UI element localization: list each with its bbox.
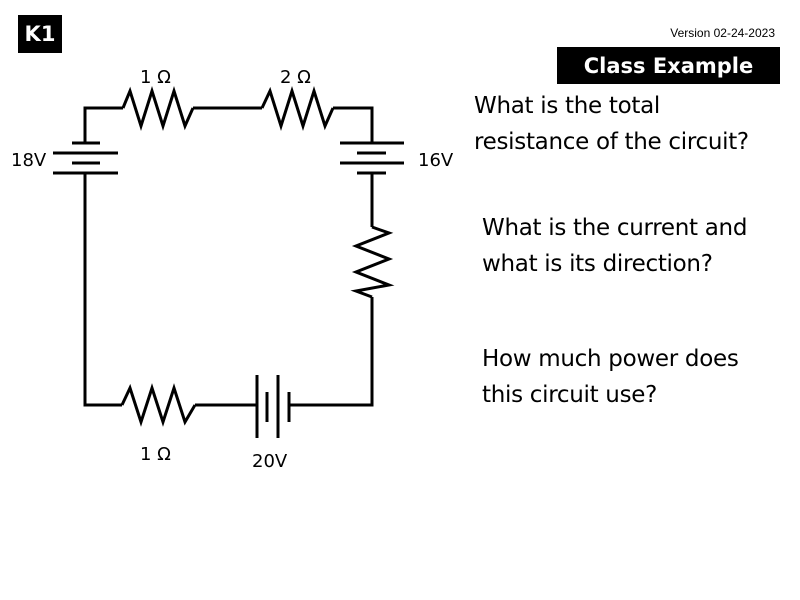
resistor-top-left-label: 1 Ω: [140, 67, 171, 88]
question-1-line-2: resistance of the circuit?: [474, 129, 749, 155]
battery-right: [340, 141, 404, 175]
battery-left-label: 18V: [11, 150, 47, 171]
version-label: Version 02-24-2023: [670, 26, 775, 40]
question-3-line-1: How much power does: [482, 346, 739, 372]
resistor-top-right-label: 2 Ω: [280, 67, 311, 88]
battery-left: [53, 141, 118, 175]
question-2: What is the current and what is its dire…: [482, 210, 747, 282]
resistor-top-right: [260, 85, 335, 132]
resistor-bottom: [120, 383, 197, 427]
class-example-banner: Class Example: [557, 47, 780, 84]
resistor-right: [350, 225, 395, 299]
slide-badge: K1: [18, 15, 62, 53]
battery-bottom: [255, 375, 291, 438]
battery-right-label: 16V: [418, 150, 454, 171]
wires: [83, 106, 374, 407]
resistor-top-left: [121, 85, 195, 132]
question-1-line-1: What is the total: [474, 93, 660, 119]
question-3-line-2: this circuit use?: [482, 382, 658, 408]
question-1: What is the total resistance of the circ…: [474, 88, 749, 160]
question-3: How much power does this circuit use?: [482, 341, 739, 413]
resistor-bottom-label: 1 Ω: [140, 444, 171, 465]
battery-bottom-label: 20V: [252, 451, 288, 472]
question-2-line-1: What is the current and: [482, 215, 748, 241]
question-2-line-2: what is its direction?: [482, 251, 713, 277]
